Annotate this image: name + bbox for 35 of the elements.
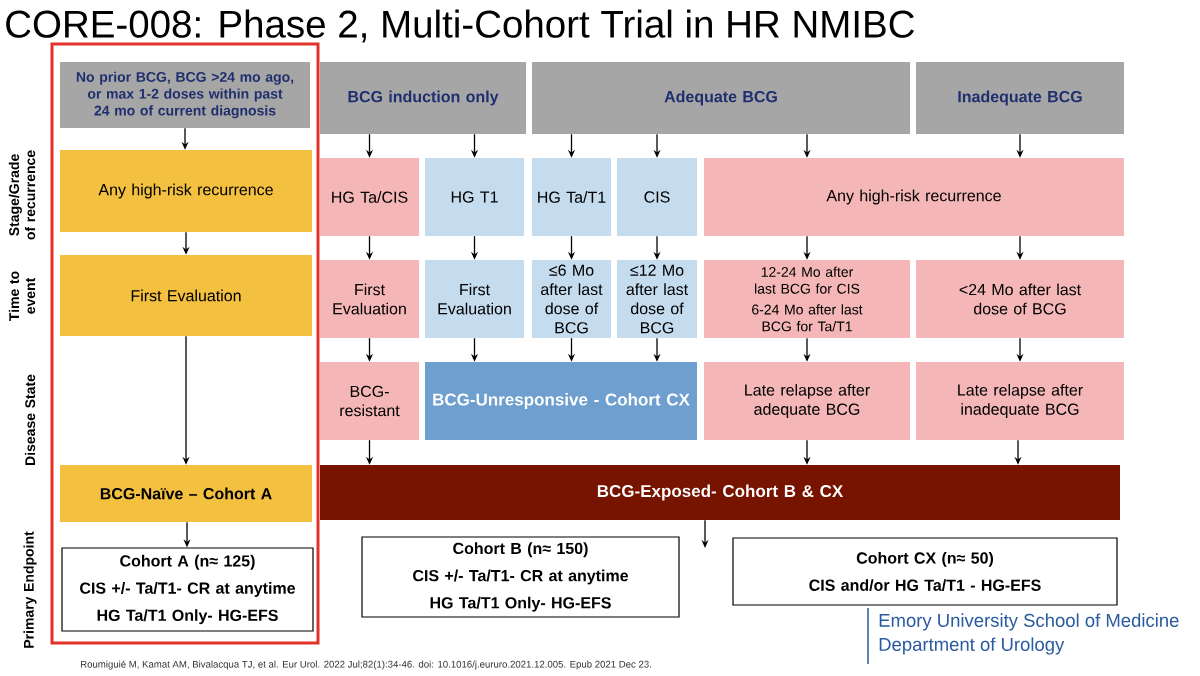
row-label: Primary Endpoint xyxy=(23,531,37,648)
process-box: Any high-risk recurrence xyxy=(60,150,312,232)
process-box: Any high-risk recurrence xyxy=(704,158,1124,236)
process-box: First Evaluation xyxy=(60,255,312,336)
department-name: Department of Urology xyxy=(879,637,1065,655)
process-box: ≤12 Mo after last dose of BCG xyxy=(617,260,697,338)
title: CORE-008: Phase 2, Multi-Cohort Trial in HR NMIBC xyxy=(6,9,914,43)
process-box: First Evaluation xyxy=(320,260,419,338)
criteria-box: No prior BCG, BCG >24 mo ago, or max 1-2 doses within past 24 mo of current diagnosis xyxy=(60,62,310,128)
institution-name: Emory University School of Medicine xyxy=(879,613,1179,631)
process-box: Late relapse after inadequate BCG xyxy=(916,362,1124,440)
header-box: BCG induction only xyxy=(320,62,526,134)
highlight-frame xyxy=(50,42,320,645)
header-box: Inadequate BCG xyxy=(916,62,1124,134)
endpoint-box: Cohort B (n≈ 150) CIS +/- Ta/T1- CR at anytime HG Ta/T1 Only- HG-EFS xyxy=(361,536,680,618)
process-box: CIS xyxy=(617,158,697,236)
cohort-box: BCG-Unresponsive - Cohort CX xyxy=(425,362,697,440)
process-box: HG T1 xyxy=(425,158,524,236)
process-box: <24 Mo after last dose of BCG xyxy=(916,260,1124,338)
citation: Roumiguié M, Kamat AM, Bivalacqua TJ, et al. Eur Urol. 2022 Jul;82(1):34-46. doi: 10.1016/j.eururo.2021.12.005. Epub 2021 Dec 23. xyxy=(81,660,651,670)
cohort-bar: BCG-Exposed- Cohort B & CX xyxy=(320,465,1120,520)
process-box: BCG-resistant xyxy=(320,362,419,440)
endpoint-box: Cohort A (n≈ 125) CIS +/- Ta/T1- CR at anytime HG Ta/T1 Only- HG-EFS xyxy=(61,547,314,632)
endpoint-box: Cohort CX (n≈ 50) CIS and/or HG Ta/T1 - HG-EFS xyxy=(732,537,1118,606)
row-label: Time to event xyxy=(8,271,36,321)
process-box: Late relapse after adequate BCG xyxy=(704,362,910,440)
process-box: 12-24 Mo after last BCG for CIS 6-24 Mo after last BCG for Ta/T1 xyxy=(704,260,910,338)
process-box: HG Ta/CIS xyxy=(320,158,419,236)
header-box: Adequate BCG xyxy=(532,62,910,134)
process-box: HG Ta/T1 xyxy=(532,158,611,236)
process-box: First Evaluation xyxy=(425,260,524,338)
cohort-box: BCG-Naïve – Cohort A xyxy=(60,465,312,522)
process-box: ≤6 Mo after last dose of BCG xyxy=(532,260,611,338)
row-label: Stage/Grade of recurrence xyxy=(8,150,36,240)
row-label: Disease State xyxy=(24,374,36,465)
